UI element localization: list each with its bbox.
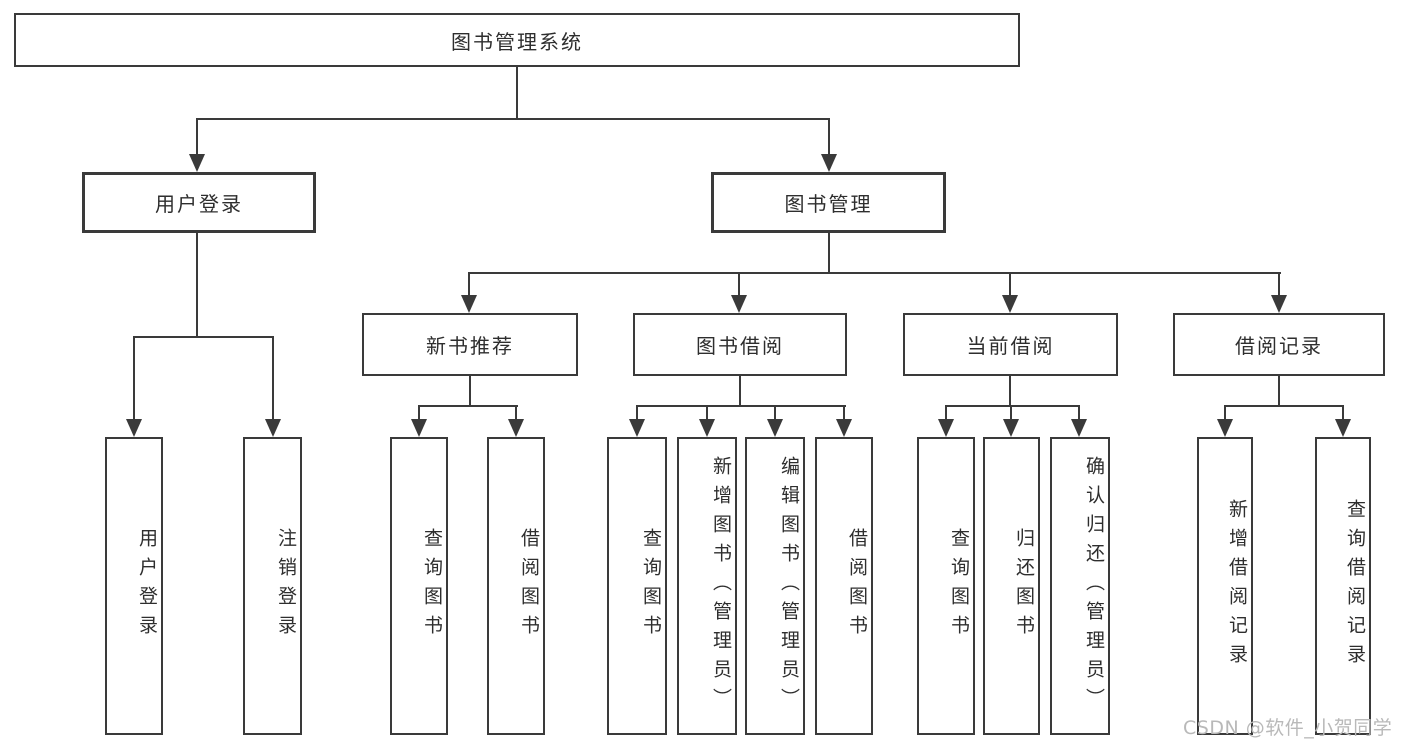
connector-stem <box>196 118 198 156</box>
connector-stem <box>1078 405 1080 421</box>
connector-stem <box>945 405 947 421</box>
connector-stub <box>1278 376 1280 407</box>
node-library-system: 图书管理系统 <box>14 13 1020 67</box>
connector-stem <box>738 272 740 295</box>
connector-stem <box>1009 272 1011 295</box>
arrowhead-icon <box>1217 419 1233 437</box>
connector-stem <box>1278 272 1280 295</box>
leaf-add-book-admin: 新增图书（管理员） <box>677 437 737 735</box>
arrowhead-icon <box>1002 295 1018 313</box>
connector-hline <box>945 405 1080 407</box>
arrowhead-icon <box>836 419 852 437</box>
connector-stem <box>843 405 845 421</box>
connector-stub <box>739 376 741 407</box>
arrowhead-icon <box>938 419 954 437</box>
leaf-query-books-recommend: 查询图书 <box>390 437 448 735</box>
connector-stem <box>468 272 470 295</box>
connector-stub <box>469 376 471 407</box>
connector-stem <box>774 405 776 421</box>
connector-stub <box>1009 376 1011 407</box>
leaf-logout: 注销登录 <box>243 437 302 735</box>
connector-stem <box>636 405 638 421</box>
node-book-management: 图书管理 <box>711 172 946 233</box>
connector-hline <box>636 405 846 407</box>
connector-l3-hline <box>468 272 1281 274</box>
arrowhead-icon <box>189 154 205 172</box>
arrowhead-icon <box>1335 419 1351 437</box>
leaf-add-borrow-record: 新增借阅记录 <box>1197 437 1253 735</box>
connector-userlogin-stub <box>196 233 198 337</box>
connector-stem <box>272 336 274 419</box>
node-new-book-recommend: 新书推荐 <box>362 313 578 376</box>
arrowhead-icon <box>1271 295 1287 313</box>
leaf-return-books: 归还图书 <box>983 437 1040 735</box>
connector-bookmgmt-stub <box>828 233 830 274</box>
node-user-login: 用户登录 <box>82 172 316 233</box>
leaf-query-books-current: 查询图书 <box>917 437 975 735</box>
connector-stem <box>706 405 708 421</box>
arrowhead-icon <box>508 419 524 437</box>
arrowhead-icon <box>767 419 783 437</box>
leaf-query-books-borrowing: 查询图书 <box>607 437 667 735</box>
leaf-query-borrow-record: 查询借阅记录 <box>1315 437 1371 735</box>
arrowhead-icon <box>411 419 427 437</box>
arrowhead-icon <box>265 419 281 437</box>
connector-stem <box>1010 405 1012 421</box>
node-book-borrowing: 图书借阅 <box>633 313 847 376</box>
connector-hline <box>1224 405 1344 407</box>
arrowhead-icon <box>1003 419 1019 437</box>
node-borrowing-records: 借阅记录 <box>1173 313 1385 376</box>
connector-stem <box>133 336 135 419</box>
csdn-watermark: CSDN @软件_小贺同学 <box>1183 717 1393 739</box>
arrowhead-icon <box>699 419 715 437</box>
connector-stem <box>1342 405 1344 421</box>
connector-root-stub <box>516 67 518 119</box>
connector-stem <box>1224 405 1226 421</box>
connector-hline <box>418 405 518 407</box>
connector-l1-hline <box>196 118 830 120</box>
connector-stem <box>828 118 830 156</box>
connector-stem <box>418 405 420 421</box>
connector-userlogin-hline <box>133 336 274 338</box>
arrowhead-icon <box>629 419 645 437</box>
arrowhead-icon <box>731 295 747 313</box>
leaf-confirm-return-admin: 确认归还（管理员） <box>1050 437 1110 735</box>
node-current-borrowing: 当前借阅 <box>903 313 1118 376</box>
leaf-edit-book-admin: 编辑图书（管理员） <box>745 437 805 735</box>
leaf-user-login: 用户登录 <box>105 437 163 735</box>
arrowhead-icon <box>126 419 142 437</box>
leaf-borrow-books: 借阅图书 <box>815 437 873 735</box>
connector-stem <box>515 405 517 421</box>
arrowhead-icon <box>821 154 837 172</box>
arrowhead-icon <box>461 295 477 313</box>
leaf-borrow-books-recommend: 借阅图书 <box>487 437 545 735</box>
arrowhead-icon <box>1071 419 1087 437</box>
